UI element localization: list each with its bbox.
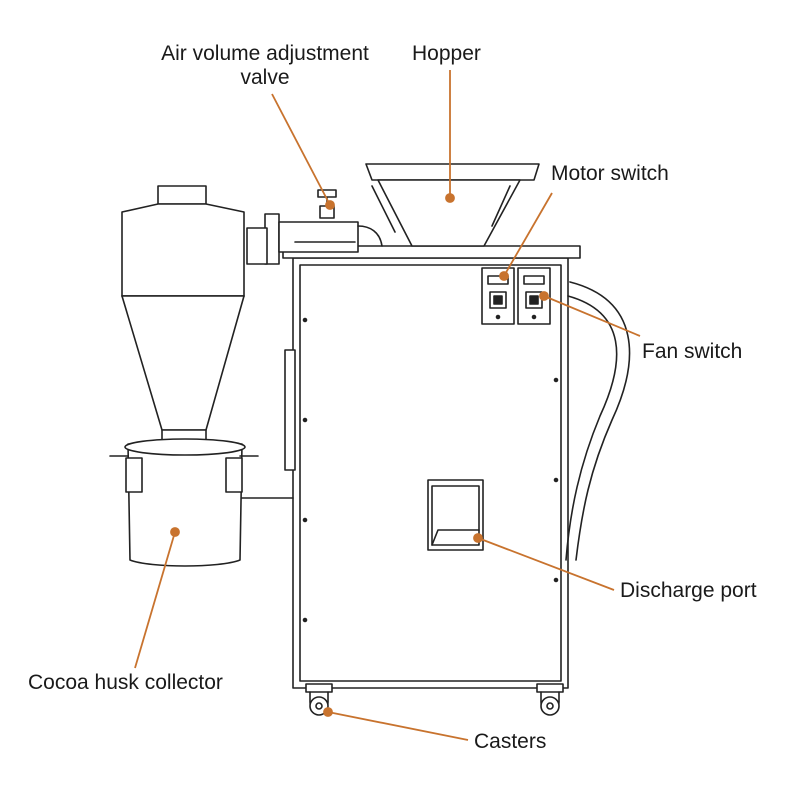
leader-fan-switch [539, 291, 641, 337]
motor-switch-box [481, 267, 515, 325]
label-motor-switch: Motor switch [551, 162, 669, 185]
label-air-valve-line2: valve [240, 66, 290, 89]
label-cocoa-husk-collector: Cocoa husk collector [28, 671, 223, 694]
leader-casters [323, 707, 469, 741]
leader-discharge-port [473, 533, 615, 591]
label-air-valve-line1: Air volume adjustment [161, 42, 369, 65]
leader-collector [134, 527, 180, 669]
collector-bucket [109, 438, 294, 567]
leader-air-valve [271, 93, 335, 210]
label-casters: Casters [474, 730, 547, 753]
cyclone-separator [121, 185, 245, 445]
label-fan-switch: Fan switch [642, 340, 743, 363]
side-hose [565, 281, 631, 561]
air-pipe [246, 189, 383, 265]
label-hopper: Hopper [412, 42, 481, 65]
label-discharge-port: Discharge port [620, 579, 757, 602]
leader-hopper [445, 70, 455, 203]
leader-motor-switch [499, 192, 553, 281]
cabinet-body [282, 245, 581, 689]
casters-shape [305, 683, 564, 716]
hopper-shape [365, 163, 540, 247]
